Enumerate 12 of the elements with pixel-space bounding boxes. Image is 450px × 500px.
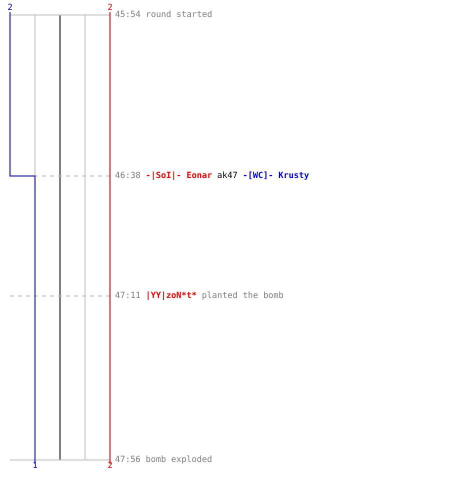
event-text: planted the bomb — [202, 292, 284, 300]
player-count: 2 — [7, 4, 13, 12]
timestamp: 47:11 — [115, 292, 141, 300]
player-name: -[WC]- Krusty — [242, 172, 310, 180]
event-text: 45:54 round started — [115, 10, 212, 20]
timestamp: 46:38 — [115, 172, 141, 180]
event-text: bomb exploded — [146, 456, 212, 464]
player-name: -|SoI|- Eonar — [146, 172, 212, 180]
timestamp: 47:56 — [115, 456, 141, 464]
player-count: 2 — [107, 4, 113, 12]
event-text: ak47 — [217, 172, 238, 180]
player-name: |YY|zoN*t* — [146, 292, 197, 300]
